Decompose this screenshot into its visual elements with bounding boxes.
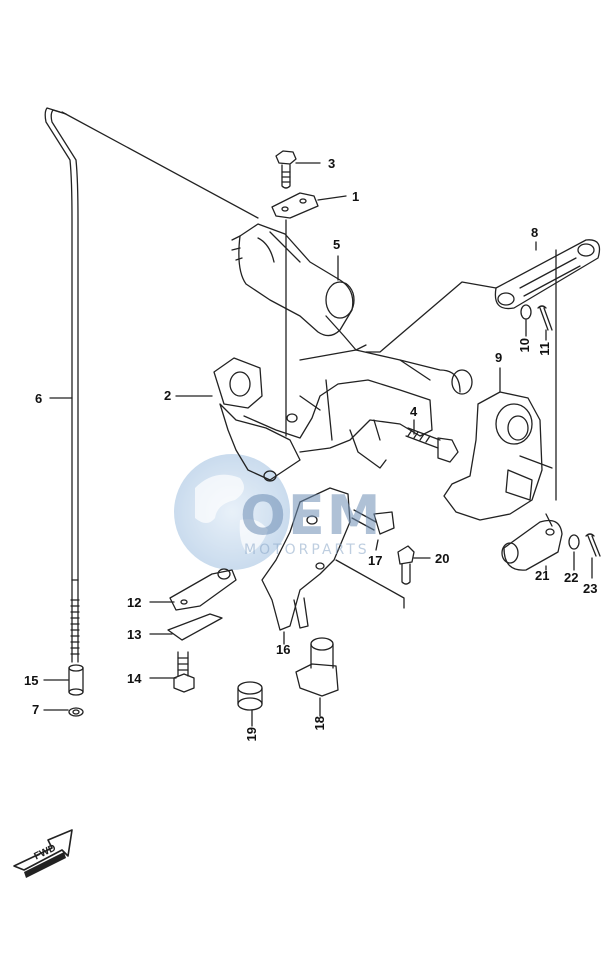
callout-12: 12 [127, 595, 142, 610]
part-9-lever-plate [443, 391, 553, 521]
callout-1: 1 [352, 189, 360, 204]
callout-6: 6 [35, 391, 43, 406]
callout-23: 23 [583, 581, 598, 596]
part-1-plate [271, 192, 319, 219]
part-12-plate [169, 568, 237, 611]
part-22-washer [568, 534, 580, 550]
part-13-spacer [167, 613, 223, 641]
callout-21: 21 [535, 568, 550, 583]
part-14-bolt [173, 651, 195, 693]
part-15-collar [68, 664, 84, 696]
callout-11: 11 [537, 342, 552, 356]
part-8-link-arm [494, 239, 601, 310]
fwd-arrow-icon [13, 829, 73, 878]
callout-8: 8 [531, 225, 539, 240]
part-5-cam-housing [231, 219, 367, 437]
callout-9: 9 [495, 350, 503, 365]
part-17-bolt [351, 509, 395, 535]
part-3-bolt [275, 150, 297, 189]
callout-18: 18 [312, 716, 327, 731]
callout-19: 19 [244, 727, 259, 742]
part-19-sleeve [237, 681, 263, 711]
watermark-globe-icon [174, 454, 290, 570]
part-7-nut [68, 707, 84, 717]
part-16-bracket [261, 487, 405, 631]
callout-17: 17 [368, 553, 383, 568]
part-18-bracket [295, 637, 339, 697]
part-4-bolt [405, 427, 459, 463]
callout-20: 20 [435, 551, 450, 566]
callout-5: 5 [333, 237, 341, 252]
callout-14: 14 [127, 671, 142, 686]
callout-4: 4 [410, 404, 418, 419]
callout-2: 2 [164, 388, 172, 403]
callout-16: 16 [276, 642, 291, 657]
callout-10: 10 [517, 338, 532, 353]
part-23-pin [585, 533, 601, 557]
part-6-shift-rod [44, 107, 80, 663]
part-2-bracket [213, 349, 473, 482]
part-11-cotter-pin [537, 305, 553, 331]
callout-22: 22 [564, 570, 579, 585]
callout-3: 3 [328, 156, 336, 171]
callout-15: 15 [24, 673, 39, 688]
callout-13: 13 [127, 627, 142, 642]
part-10-washer [520, 304, 532, 320]
part-20-bolt [397, 545, 415, 585]
callout-7: 7 [32, 702, 40, 717]
part-21-lever [501, 513, 563, 571]
